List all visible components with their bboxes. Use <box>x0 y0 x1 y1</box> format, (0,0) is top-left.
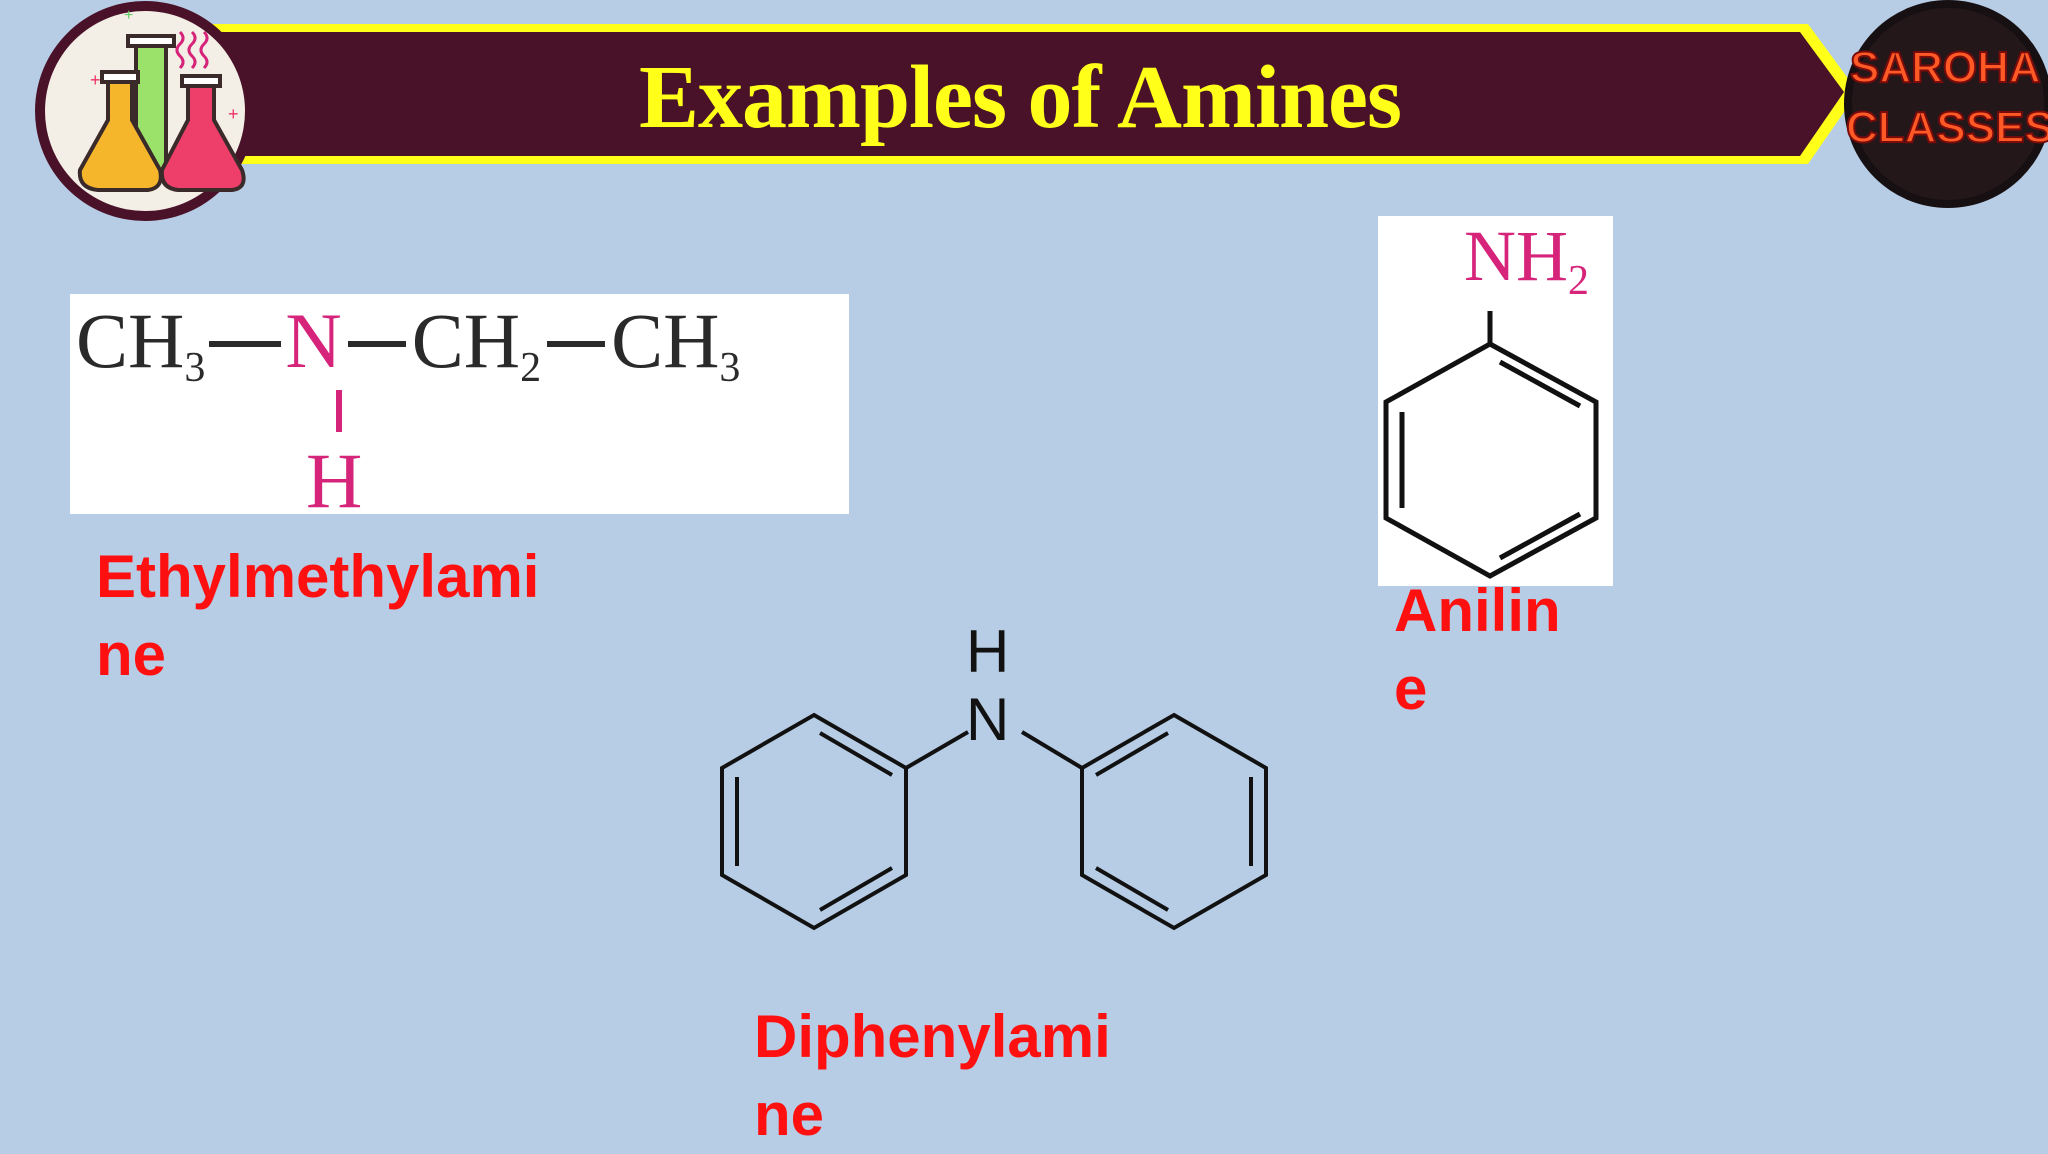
diphenylamine-structure <box>720 712 1268 931</box>
saroha-classes-logo: SAROHA CLASSES <box>1844 0 2048 208</box>
amino-group: NH2 <box>1464 216 1589 304</box>
hydrogen-atom: H <box>306 437 363 524</box>
n-h-bond <box>336 390 342 432</box>
title-banner <box>150 24 1858 164</box>
svg-text:+: + <box>228 104 239 124</box>
diphenylamine-n-atom: N <box>966 686 1010 753</box>
page-title: Examples of Amines <box>638 48 1402 147</box>
svg-text:+: + <box>124 7 133 24</box>
svg-text:CLASSES: CLASSES <box>1846 103 2048 152</box>
aniline-label: Anilin e <box>1394 577 1561 722</box>
diphenylamine-h-atom: H <box>966 618 1010 685</box>
chemistry-flasks-icon: + + + <box>35 1 255 221</box>
diphenylamine-label: Diphenylami ne <box>754 1003 1111 1148</box>
ethylmethylamine-label: Ethylmethylami ne <box>96 543 540 688</box>
benzene-ring-icon <box>1383 311 1599 579</box>
aniline-structure: NH2 <box>1378 216 1613 586</box>
svg-text:SAROHA: SAROHA <box>1850 43 2041 92</box>
svg-text:+: + <box>90 70 101 90</box>
